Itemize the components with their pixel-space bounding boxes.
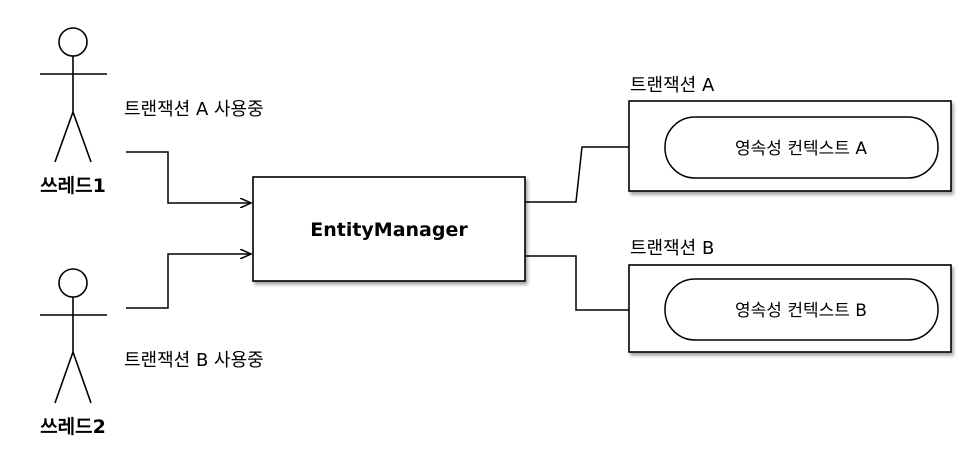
transaction-b-title: 트랜잭션 B	[630, 238, 714, 259]
actor-2-note: 트랜잭션 B 사용중	[124, 350, 264, 371]
persistence-context-b-label: 영속성 컨텍스트 B	[735, 301, 867, 321]
connector-manager-to-context-b	[525, 255, 663, 310]
actor-thread-1	[40, 27, 107, 163]
transaction-a-title: 트랜잭션 A	[630, 75, 715, 96]
actor-thread-2	[40, 268, 107, 404]
persistence-context-b	[664, 278, 939, 341]
connector-manager-to-context-a	[525, 147, 663, 203]
persistence-context-a-label: 영속성 컨텍스트 A	[735, 139, 867, 159]
actor-1-name: 쓰레드1	[40, 175, 106, 197]
persistence-context-a	[664, 116, 939, 179]
actor-leg-left	[54, 351, 74, 404]
actor-2-name: 쓰레드2	[40, 416, 106, 438]
entity-manager-label: EntityManager	[310, 219, 468, 241]
actor-leg-right	[72, 111, 92, 163]
connector-thread-2-to-manager	[126, 254, 251, 309]
actor-1-note: 트랜잭션 A 사용중	[124, 99, 264, 120]
actor-head	[58, 268, 88, 298]
actor-leg-right	[72, 351, 92, 404]
actor-head	[58, 27, 88, 57]
actor-leg-left	[54, 111, 74, 163]
connector-thread-1-to-manager	[126, 151, 251, 203]
entity-manager-box	[252, 176, 526, 282]
